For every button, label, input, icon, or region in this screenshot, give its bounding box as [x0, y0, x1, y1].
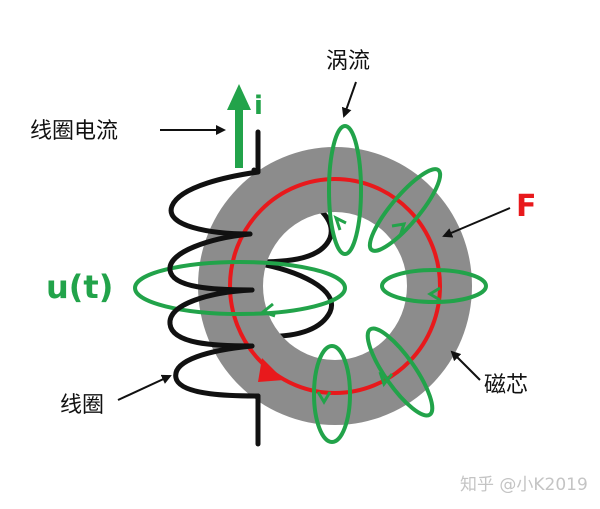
coil-pointer — [117, 374, 172, 401]
eddy-loop-left — [133, 260, 347, 316]
voltage-label: u(t) — [46, 268, 113, 306]
coil-label: 线圈 — [60, 393, 104, 418]
eddy-loop-top-right — [367, 167, 443, 253]
pointer-arrows — [117, 81, 511, 401]
eddy-loop-right — [380, 268, 488, 304]
coil-current-label: 线圈电流 — [30, 119, 118, 144]
magnetic-core — [198, 147, 472, 425]
coil-front-turns — [167, 129, 261, 447]
flux-symbol-label: F — [516, 189, 537, 224]
core-pointer — [450, 350, 481, 381]
eddy-current-pointer — [341, 81, 357, 118]
watermark: 知乎 @小K2019 — [460, 475, 588, 495]
eddy-current-loops — [133, 124, 488, 444]
core-ring — [198, 147, 472, 425]
flux-arrowhead-icon — [258, 358, 284, 382]
current-symbol-label: i — [254, 91, 263, 121]
flux-path — [228, 177, 442, 395]
eddy-current-label: 涡流 — [326, 49, 370, 74]
eddy-loop-bottom — [312, 344, 352, 444]
up-arrow-icon — [227, 84, 251, 168]
flux-pointer — [442, 207, 511, 238]
eddy-loop-top — [327, 124, 363, 256]
core-label: 磁芯 — [484, 373, 528, 398]
